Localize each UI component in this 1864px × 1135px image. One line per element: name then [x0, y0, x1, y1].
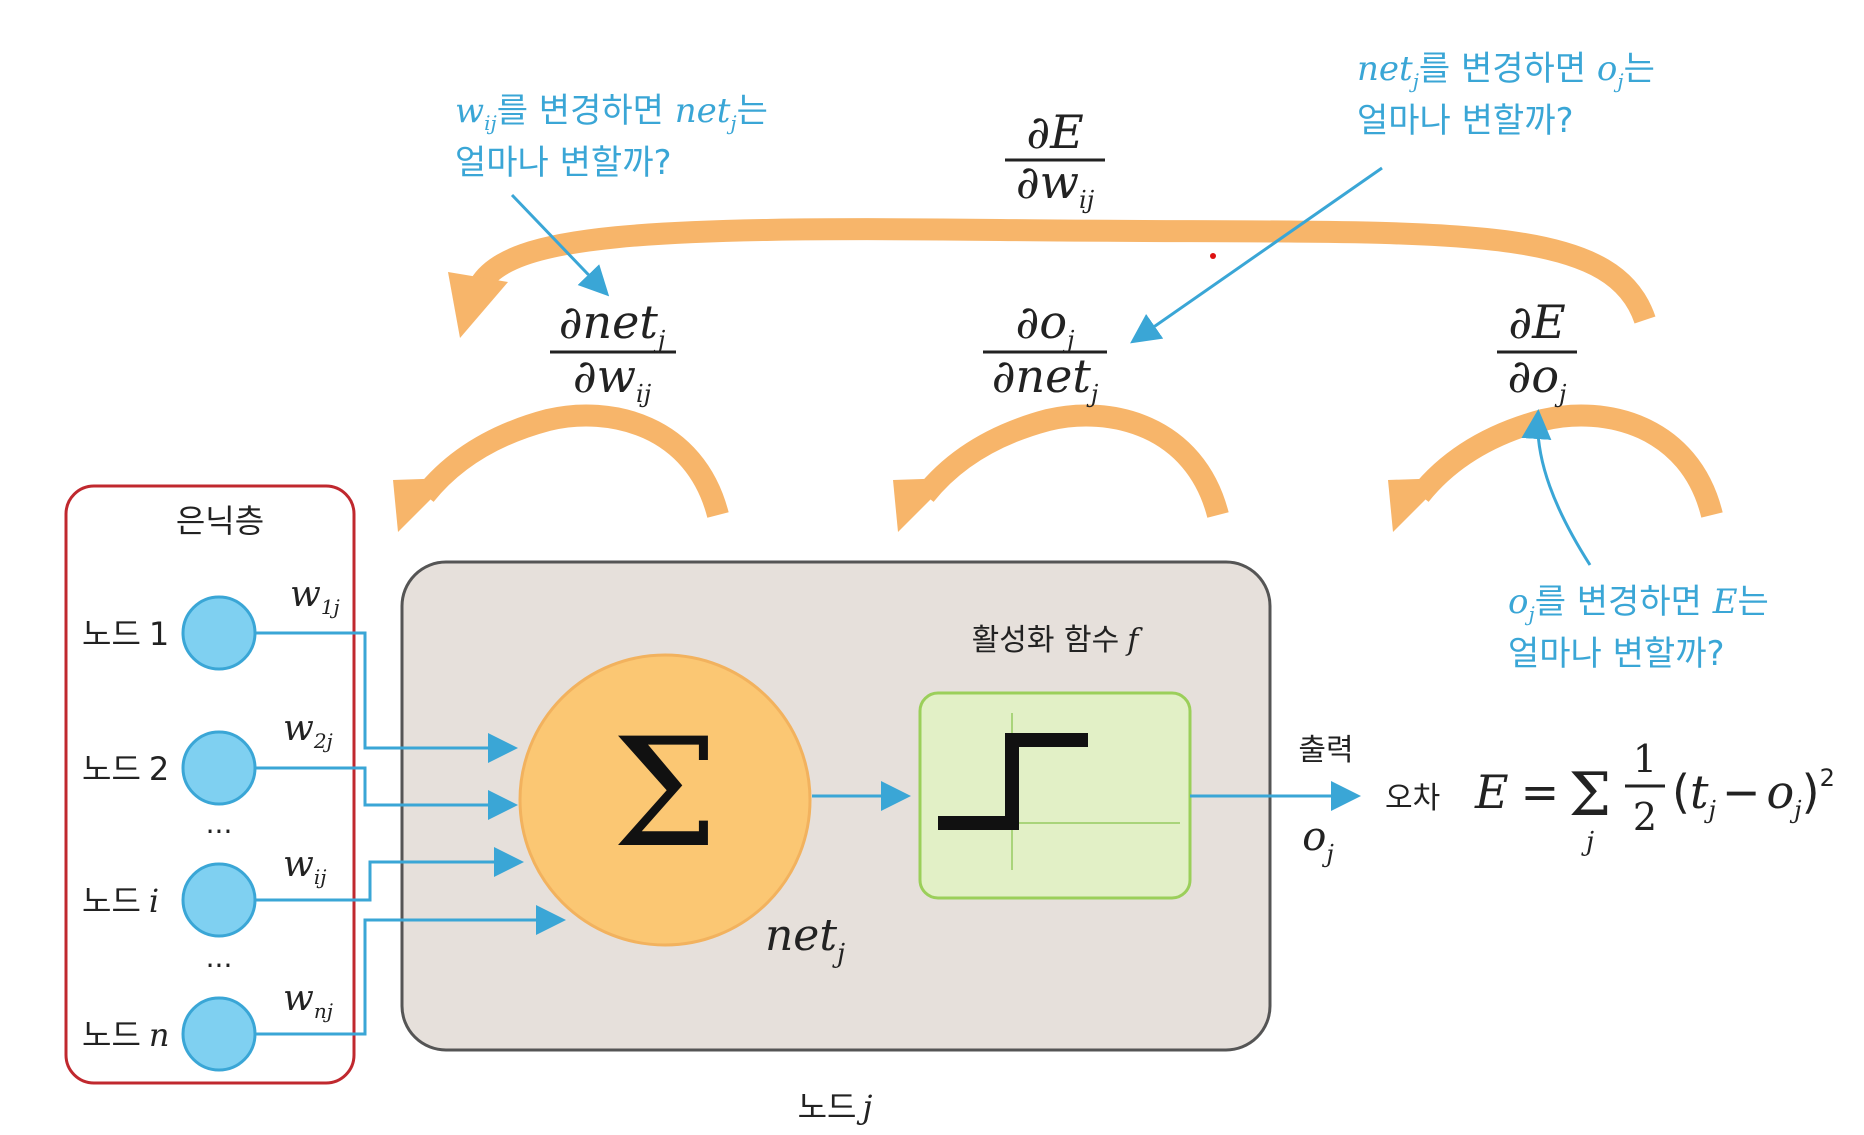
connection-n — [255, 905, 566, 1036]
partial-dE-do: ∂E ∂oj — [1497, 295, 1577, 408]
error-formula-body: E= — [1474, 765, 1559, 819]
svg-text:얼마나 변할까?: 얼마나 변할까? — [1508, 634, 1725, 674]
svg-text:∂wij: ∂wij — [1016, 155, 1095, 214]
error-sigma: Σ — [1569, 760, 1611, 830]
svg-text:얼마나 변할까?: 얼마나 변할까? — [455, 143, 672, 183]
hidden-layer-title: 은닉층 — [176, 502, 264, 540]
svg-text:w2j: w2j — [283, 708, 333, 753]
node-circle — [181, 862, 257, 938]
error-label: 오차 — [1385, 781, 1440, 816]
svg-text:∂E: ∂E — [1508, 295, 1565, 349]
svg-text:wnj: wnj — [283, 978, 333, 1023]
svg-text:노드1: 노드1 — [82, 615, 169, 653]
error-half-den: 2 — [1633, 795, 1657, 839]
connection-i — [255, 847, 524, 902]
partial-do-dnet: ∂oj ∂netj — [983, 295, 1107, 408]
svg-text:노드n: 노드n — [82, 1016, 170, 1054]
node-circle — [181, 996, 257, 1072]
output-label: 출력 — [1298, 733, 1353, 768]
svg-text:∂oj: ∂oj — [1508, 349, 1567, 408]
node-circle — [181, 595, 257, 671]
activation-box — [918, 691, 1192, 900]
ellipsis-lower: ... — [206, 941, 233, 974]
sum-symbol: Σ — [612, 707, 718, 881]
error-paren-body: (tj−oj)2 — [1672, 764, 1835, 824]
input-connections — [255, 631, 566, 1036]
annotation-left-pointer — [510, 193, 610, 297]
annotation-middle: netj를 변경하면 oj는 얼마나 변할까? — [1357, 49, 1655, 141]
error-formula: 오차 E= Σ j 1 2 (tj−oj)2 — [1385, 737, 1835, 857]
annotation-middle-pointer — [1130, 166, 1383, 344]
big-arc-arrow — [448, 218, 1656, 338]
annotation-left: wij를 변경하면 netj는 얼마나 변할까? — [455, 91, 768, 183]
annotation-right: oj를 변경하면 E는 얼마나 변할까? — [1508, 582, 1769, 674]
error-half-num: 1 — [1633, 737, 1657, 781]
connection-2 — [255, 766, 518, 820]
svg-text:wij: wij — [283, 844, 326, 889]
partial-dnet-dw: ∂netj ∂wij — [550, 295, 676, 408]
connection-1 — [255, 631, 518, 763]
node-circle — [181, 730, 257, 806]
sum-circle — [518, 653, 812, 947]
arc-arrow-dE-do — [1388, 404, 1723, 532]
step-function-icon — [938, 733, 1088, 830]
svg-text:∂oj: ∂oj — [1016, 295, 1075, 354]
partial-dE-dw: ∂E ∂wij — [1005, 105, 1105, 214]
svg-text:netj를 변경하면 oj는: netj를 변경하면 oj는 — [1357, 49, 1655, 93]
svg-text:∂netj: ∂netj — [992, 349, 1099, 408]
svg-text:∂netj: ∂netj — [559, 295, 666, 354]
svg-text:노드2: 노드2 — [82, 750, 169, 788]
arc-arrow-dnet-dw — [393, 404, 729, 532]
error-sigma-sub: j — [1581, 827, 1594, 857]
output-symbol: oj — [1302, 814, 1334, 868]
svg-text:∂E: ∂E — [1026, 105, 1083, 159]
svg-text:∂wij: ∂wij — [573, 349, 652, 408]
svg-text:oj를 변경하면 E는: oj를 변경하면 E는 — [1508, 582, 1769, 626]
svg-text:wij를 변경하면 netj는: wij를 변경하면 netj는 — [455, 91, 768, 135]
hidden-layer-box — [64, 484, 356, 1085]
svg-text:w1j: w1j — [290, 574, 340, 619]
annotation-right-pointer — [1521, 409, 1592, 566]
svg-text:노드i: 노드i — [82, 882, 159, 920]
svg-text:얼마나 변할까?: 얼마나 변할까? — [1357, 101, 1574, 141]
red-dot — [1210, 253, 1216, 259]
net-j-label: netj — [765, 910, 845, 969]
ellipsis-upper: ... — [206, 807, 233, 840]
arc-arrow-do-dnet — [893, 404, 1229, 532]
